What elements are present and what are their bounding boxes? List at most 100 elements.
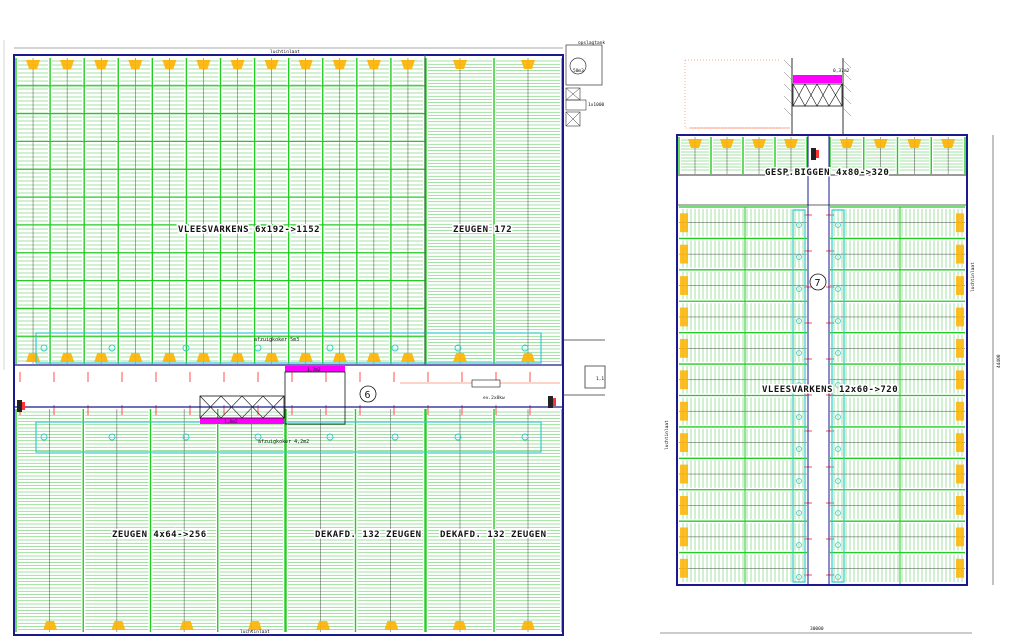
vleesvarkens-right-west-feeder [680,338,688,358]
biggen-west-feeder [720,139,734,148]
vleesvarkens-right-west-feeder [680,213,688,233]
exhaust-fan-icon [796,382,802,388]
exhaust-fan-icon [108,433,116,441]
corridor-number: 6 [365,390,371,401]
vleesvarkens-left-bottom-feeder [162,353,177,362]
vleesvarkens-left-bottom-feeder [332,353,347,362]
vleesvarkens-right-west-feeder [680,558,688,578]
exhaust-fan-icon [796,222,802,228]
door-symbol-left [17,400,25,412]
exhaust-fan-icon [835,414,841,420]
ventilation-ducts [35,209,845,583]
exhaust-fan-icon [796,286,802,292]
right-left-side-label: luchtinlaat [664,420,670,450]
vleesvarkens-right-west-feeder [680,433,688,453]
bottom-rooms-feeder [384,621,399,630]
corridor-service-box [284,371,346,425]
building-right-outer-wall [676,134,968,586]
vleesvarkens-left-top-feeder [196,60,211,69]
zeugen-top-top-feeder [521,60,535,69]
vleesvarkens-left-bottom-feeder [298,353,313,362]
exhaust-fan-icon [835,382,841,388]
vleesvarkens-left-top-feeder [298,60,313,69]
vleesvarkens-right-east-feeder [956,401,964,421]
vleesvarkens-left-top-feeder [94,60,109,69]
biggen-west-feeder [752,139,766,148]
exhaust-fan-icon [835,318,841,324]
vleesvarkens-left-top-feeder [332,60,347,69]
tank-box [565,44,603,86]
vleesvarkens-left-bottom-feeder [26,353,41,362]
annex-hatch [783,59,852,117]
exhaust-fan-icon [796,318,802,324]
exhaust-fan-icon [254,344,262,352]
vleesvarkens-left-top-feeder [26,60,41,69]
duct-right-west [792,209,806,583]
vleesvarkens-right-east-feeder [956,370,964,390]
vleesvarkens-left-top-feeder [366,60,381,69]
vleesvarkens-right-east-feeder [956,244,964,264]
top-luchtinlaat-label: luchtinlaat [270,49,300,55]
vleesvarkens-right-east-feeder [956,276,964,295]
biggen-west-feeder [688,139,702,148]
top-dimension-frame [684,59,780,129]
room-label-vleesvarkens-right: VLEESVARKENS 12x60->720 [762,385,898,395]
annex-walls [791,58,844,135]
top-duct-note: afzuigkoker 5m3 [254,337,299,343]
exhaust-fan-icon [796,446,802,452]
vleesvarkens-right-west-feeder [680,401,688,421]
building-left-outer-wall [13,54,564,636]
equipment-box-2 [565,99,587,111]
room-label-dekafd-2: DEKAFD. 132 ZEUGEN [440,530,547,540]
exhaust-fan-icon [521,344,529,352]
exhaust-fan-icon [796,542,802,548]
pen-grid [15,58,966,632]
exhaust-fan-icon [796,510,802,516]
room-label-zeugen-top: ZEUGEN 172 [453,225,512,235]
tank-circle-icon [569,57,587,75]
tank-title: opslagtank [578,40,605,46]
vleesvarkens-right-east-feeder [956,338,964,358]
zeugen-top-bottom-feeder [521,353,535,362]
bottom-rooms-feeder [520,621,535,630]
exhaust-fan-icon [521,433,529,441]
dimension-lines [400,127,994,634]
vleesvarkens-right-west-feeder [680,307,688,327]
exhaust-fan-icon [835,286,841,292]
exhaust-fan-icon [796,350,802,356]
exhaust-fan-icon [40,433,48,441]
vleesvarkens-right-east-feeder [956,496,964,515]
vleesvarkens-right-west-feeder [680,527,688,547]
biggen-east-feeder [941,139,956,148]
bottom-luchtinlaat-label: luchtinlaat [240,629,270,635]
vent-bottom-note: 1,8m2 [224,419,238,425]
bottom-rooms-feeder [179,621,194,630]
valve-box [471,379,501,388]
vleesvarkens-right-east-feeder [956,527,964,547]
vleesvarkens-right-west-feeder [680,464,688,484]
door-symbol-annex [811,148,819,160]
vleesvarkens-left-bottom-feeder [264,353,279,362]
exhaust-fan-icon [40,344,48,352]
annex-structure-frame [792,83,843,107]
corridor-structure-bracing [199,395,285,419]
exhaust-fan-icon [835,350,841,356]
building-left: opslagtank 50m3 1x1000 1,1 1,2m2 1,8m2 6… [3,40,606,636]
exhaust-fan-icon [835,222,841,228]
bottom-rooms-feeder [452,621,467,630]
right-corridor-number-circle [809,273,827,291]
right-right-side-label: luchtinlaat [970,262,976,292]
bottom-rooms-feeder [316,621,331,630]
equipment-cross-1 [565,87,581,101]
zeugen-top-bottom-feeder [453,353,467,362]
vent-block-top [285,366,345,372]
vleesvarkens-left-top-feeder [128,60,143,69]
exhaust-fan-icon [454,433,462,441]
exhaust-fan-icon [835,446,841,452]
exhaust-fan-icon [454,344,462,352]
duct-left-top [35,332,542,364]
exhaust-fan-icon [835,510,841,516]
vleesvarkens-right-east-feeder [956,433,964,453]
biggen-east-feeder [873,139,888,148]
